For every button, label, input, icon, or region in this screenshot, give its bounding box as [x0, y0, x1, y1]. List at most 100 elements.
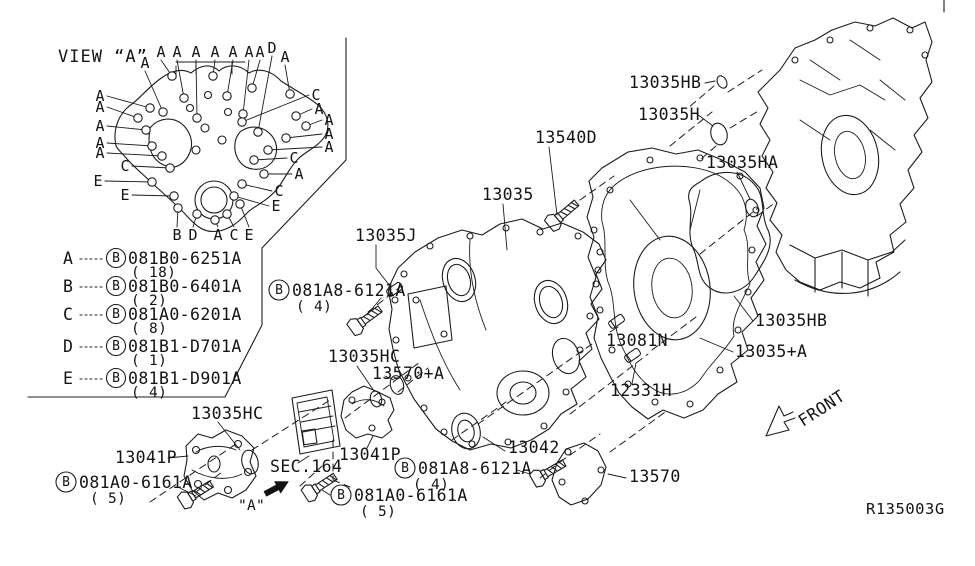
view-a-letter: A [294, 165, 303, 183]
pin-13081n [607, 312, 626, 330]
view-a-leader-line [226, 59, 234, 97]
sec164-module [291, 389, 341, 455]
view-a-bolt-hole [238, 109, 248, 119]
oring-13035hc-left [241, 449, 259, 475]
legend-bolt-symbol [105, 275, 127, 297]
view-a-bolt-hole [179, 93, 189, 103]
view-a-leader-line [267, 146, 323, 151]
callout-13540d: 13540D [535, 128, 597, 147]
view-a-leader-line [242, 59, 250, 115]
view-a-bolt-hole [157, 151, 167, 161]
seal-13042 [451, 412, 481, 450]
view-a-bolt-hole [158, 107, 168, 117]
legend-bolt-symbol [105, 247, 127, 269]
oring-13035ha [745, 198, 759, 218]
callout-13041p-right: 13041P [339, 445, 401, 464]
cover-13570 [551, 442, 607, 506]
view-a-leader-line [106, 152, 163, 157]
view-a-bolt-hole [235, 199, 245, 209]
callout-081a0-left-qty: ( 5) [90, 491, 126, 507]
view-a-leader-line [131, 165, 171, 169]
view-a-bolt-hole [301, 121, 311, 131]
view-a-bolt-hole [173, 203, 183, 213]
view-a-bolt-hole [247, 83, 257, 93]
front-label: FRONT [795, 386, 849, 430]
view-a-letter: E [120, 186, 129, 204]
callout-081a8-2: B 081A8-6121A ( 4) [394, 457, 531, 493]
view-a-letter: A [191, 43, 200, 61]
view-a-letter: A [324, 125, 333, 143]
timing-case-13035A [586, 147, 767, 420]
view-a-letter: C [120, 157, 129, 175]
legend-part-number: 081B1-D901A [128, 369, 242, 388]
part-callouts: 13035HB 13035H 13540D 13035HA 13035 1303… [55, 73, 944, 520]
callout-081a0-left-part: 081A0-6161A [79, 473, 193, 492]
cover-bolt-holes [391, 224, 604, 448]
timing-cover-13035 [387, 218, 607, 451]
legend-qty: ( 8) [131, 321, 167, 337]
callout-13041p-left: 13041P [115, 448, 177, 467]
callout-081a8-1: B 081A8-6121A ( 4) [268, 279, 406, 315]
legend-bolt-prefix: B [112, 279, 120, 294]
callout-13035hc-top: 13035HC [328, 347, 400, 366]
view-a-letter: D [267, 39, 276, 57]
legend-letter: A [63, 249, 73, 268]
callout-081a0-left: B 081A0-6161A ( 5) [55, 471, 193, 507]
callout-081a0-left-prefix: B [62, 475, 70, 490]
view-a-bolt-hole [259, 169, 269, 179]
callout-13035hb-bot: 13035HB [755, 311, 827, 330]
view-a-leader-line [285, 133, 323, 139]
callout-081a0-right-prefix: B [337, 488, 345, 503]
sec164-arrow-icon [263, 481, 289, 497]
view-a-letter: A [280, 48, 289, 66]
view-a-bolt-hole [263, 145, 273, 155]
legend-qty: ( 4) [131, 385, 167, 401]
view-a-bolt-hole [208, 71, 218, 81]
view-a-letter: A [324, 111, 333, 129]
view-a-letter: A [213, 226, 222, 244]
view-a-letter: A [244, 43, 253, 61]
callout-13035hb-top: 13035HB [629, 73, 701, 92]
legend-bolt-symbol [105, 367, 127, 389]
view-a-letter: B [172, 226, 181, 244]
view-a-panel-border [27, 0, 945, 398]
callout-13035hc-left: 13035HC [191, 404, 263, 423]
view-a-letter: C [229, 226, 238, 244]
view-a-bolt-hole [145, 103, 155, 113]
view-a-bolt-hole [167, 71, 177, 81]
view-a-letter: C [311, 86, 320, 104]
view-a-leader-line [131, 194, 175, 197]
view-a-bolt-hole [192, 209, 202, 219]
view-a-letter: E [93, 172, 102, 190]
view-a-leader-line [106, 125, 147, 131]
view-a-bolt-hole [285, 89, 295, 99]
view-a-bolt-hole [222, 91, 232, 101]
view-a-leader-line [284, 64, 291, 95]
legend-part-number: 081B0-6251A [128, 249, 242, 268]
legend-part-number: 081A0-6201A [128, 305, 242, 324]
callout-13570: 13570 [629, 467, 681, 486]
callout-081a0-right-part: 081A0-6161A [354, 486, 468, 505]
view-a-leader-line [233, 195, 270, 207]
view-a-marker: "A" [238, 498, 265, 514]
leader-lines [167, 80, 754, 497]
view-a-letter: A [255, 43, 264, 61]
callout-081a8-2-qty: ( 4) [413, 477, 449, 493]
callout-sec164: SEC.164 [270, 457, 342, 476]
view-a-leader-line [195, 59, 198, 119]
view-a-leader-line [257, 55, 273, 133]
legend-letter: D [63, 337, 73, 356]
assembly-axes [149, 69, 777, 503]
legend-bolt-prefix: B [112, 371, 120, 386]
callout-081a8-1-part: 081A8-6121A [292, 281, 406, 300]
cover-13041p-right [340, 385, 395, 439]
view-a-letter: A [324, 138, 333, 156]
view-a-bolt-hole [133, 113, 143, 123]
engine-block [757, 17, 933, 297]
view-a-bolt-hole [165, 163, 175, 173]
view-a-leader-line [106, 142, 153, 147]
view-a-bolt-hole [237, 117, 247, 127]
case-bolt-holes [590, 154, 760, 408]
